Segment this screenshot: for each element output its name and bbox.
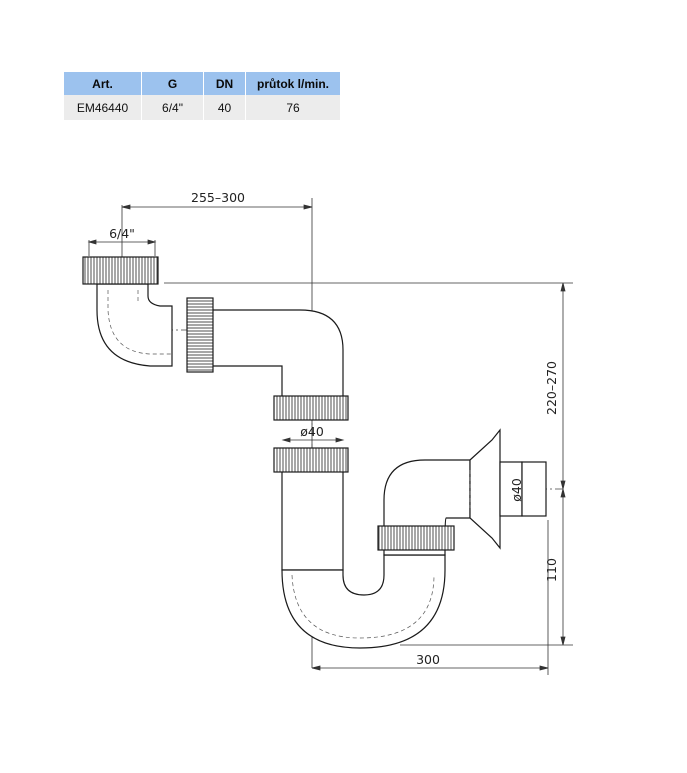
header-g: G	[141, 72, 204, 95]
inlet-nut	[82, 256, 159, 285]
spec-table: Art. G DN průtok l/min. EM46440 6/4" 40 …	[64, 72, 341, 120]
dim-height-range: 220–270	[544, 361, 559, 415]
nuts	[82, 256, 455, 551]
u-bend-nut	[377, 525, 455, 551]
spec-table-header-row: Art. G DN průtok l/min.	[64, 72, 341, 95]
dim-inner-diameter: ø40	[300, 424, 324, 439]
cell-flow: 76	[245, 95, 341, 120]
cell-art: EM46440	[64, 95, 142, 120]
cell-dn: 40	[203, 95, 246, 120]
inner-hidden-lines	[107, 290, 471, 639]
dim-top-width: 255–300	[191, 190, 245, 205]
upper-vertical-nut	[273, 395, 349, 421]
header-art: Art.	[64, 72, 142, 95]
cell-g: 6/4"	[141, 95, 204, 120]
dim-outlet-height: 110	[544, 558, 559, 582]
dim-bottom-width: 300	[416, 652, 440, 667]
lower-vertical-nut	[273, 447, 349, 473]
header-flow: průtok l/min.	[245, 72, 341, 95]
dim-thread: 6/4"	[109, 226, 135, 241]
dim-outlet-diameter: ø40	[509, 478, 524, 502]
dimension-labels: 255–300 6/4" ø40 ø40 220–270 110 300	[109, 190, 559, 667]
horizontal-nut	[186, 297, 214, 373]
header-dn: DN	[203, 72, 246, 95]
table-row: EM46440 6/4" 40 76	[64, 95, 341, 120]
